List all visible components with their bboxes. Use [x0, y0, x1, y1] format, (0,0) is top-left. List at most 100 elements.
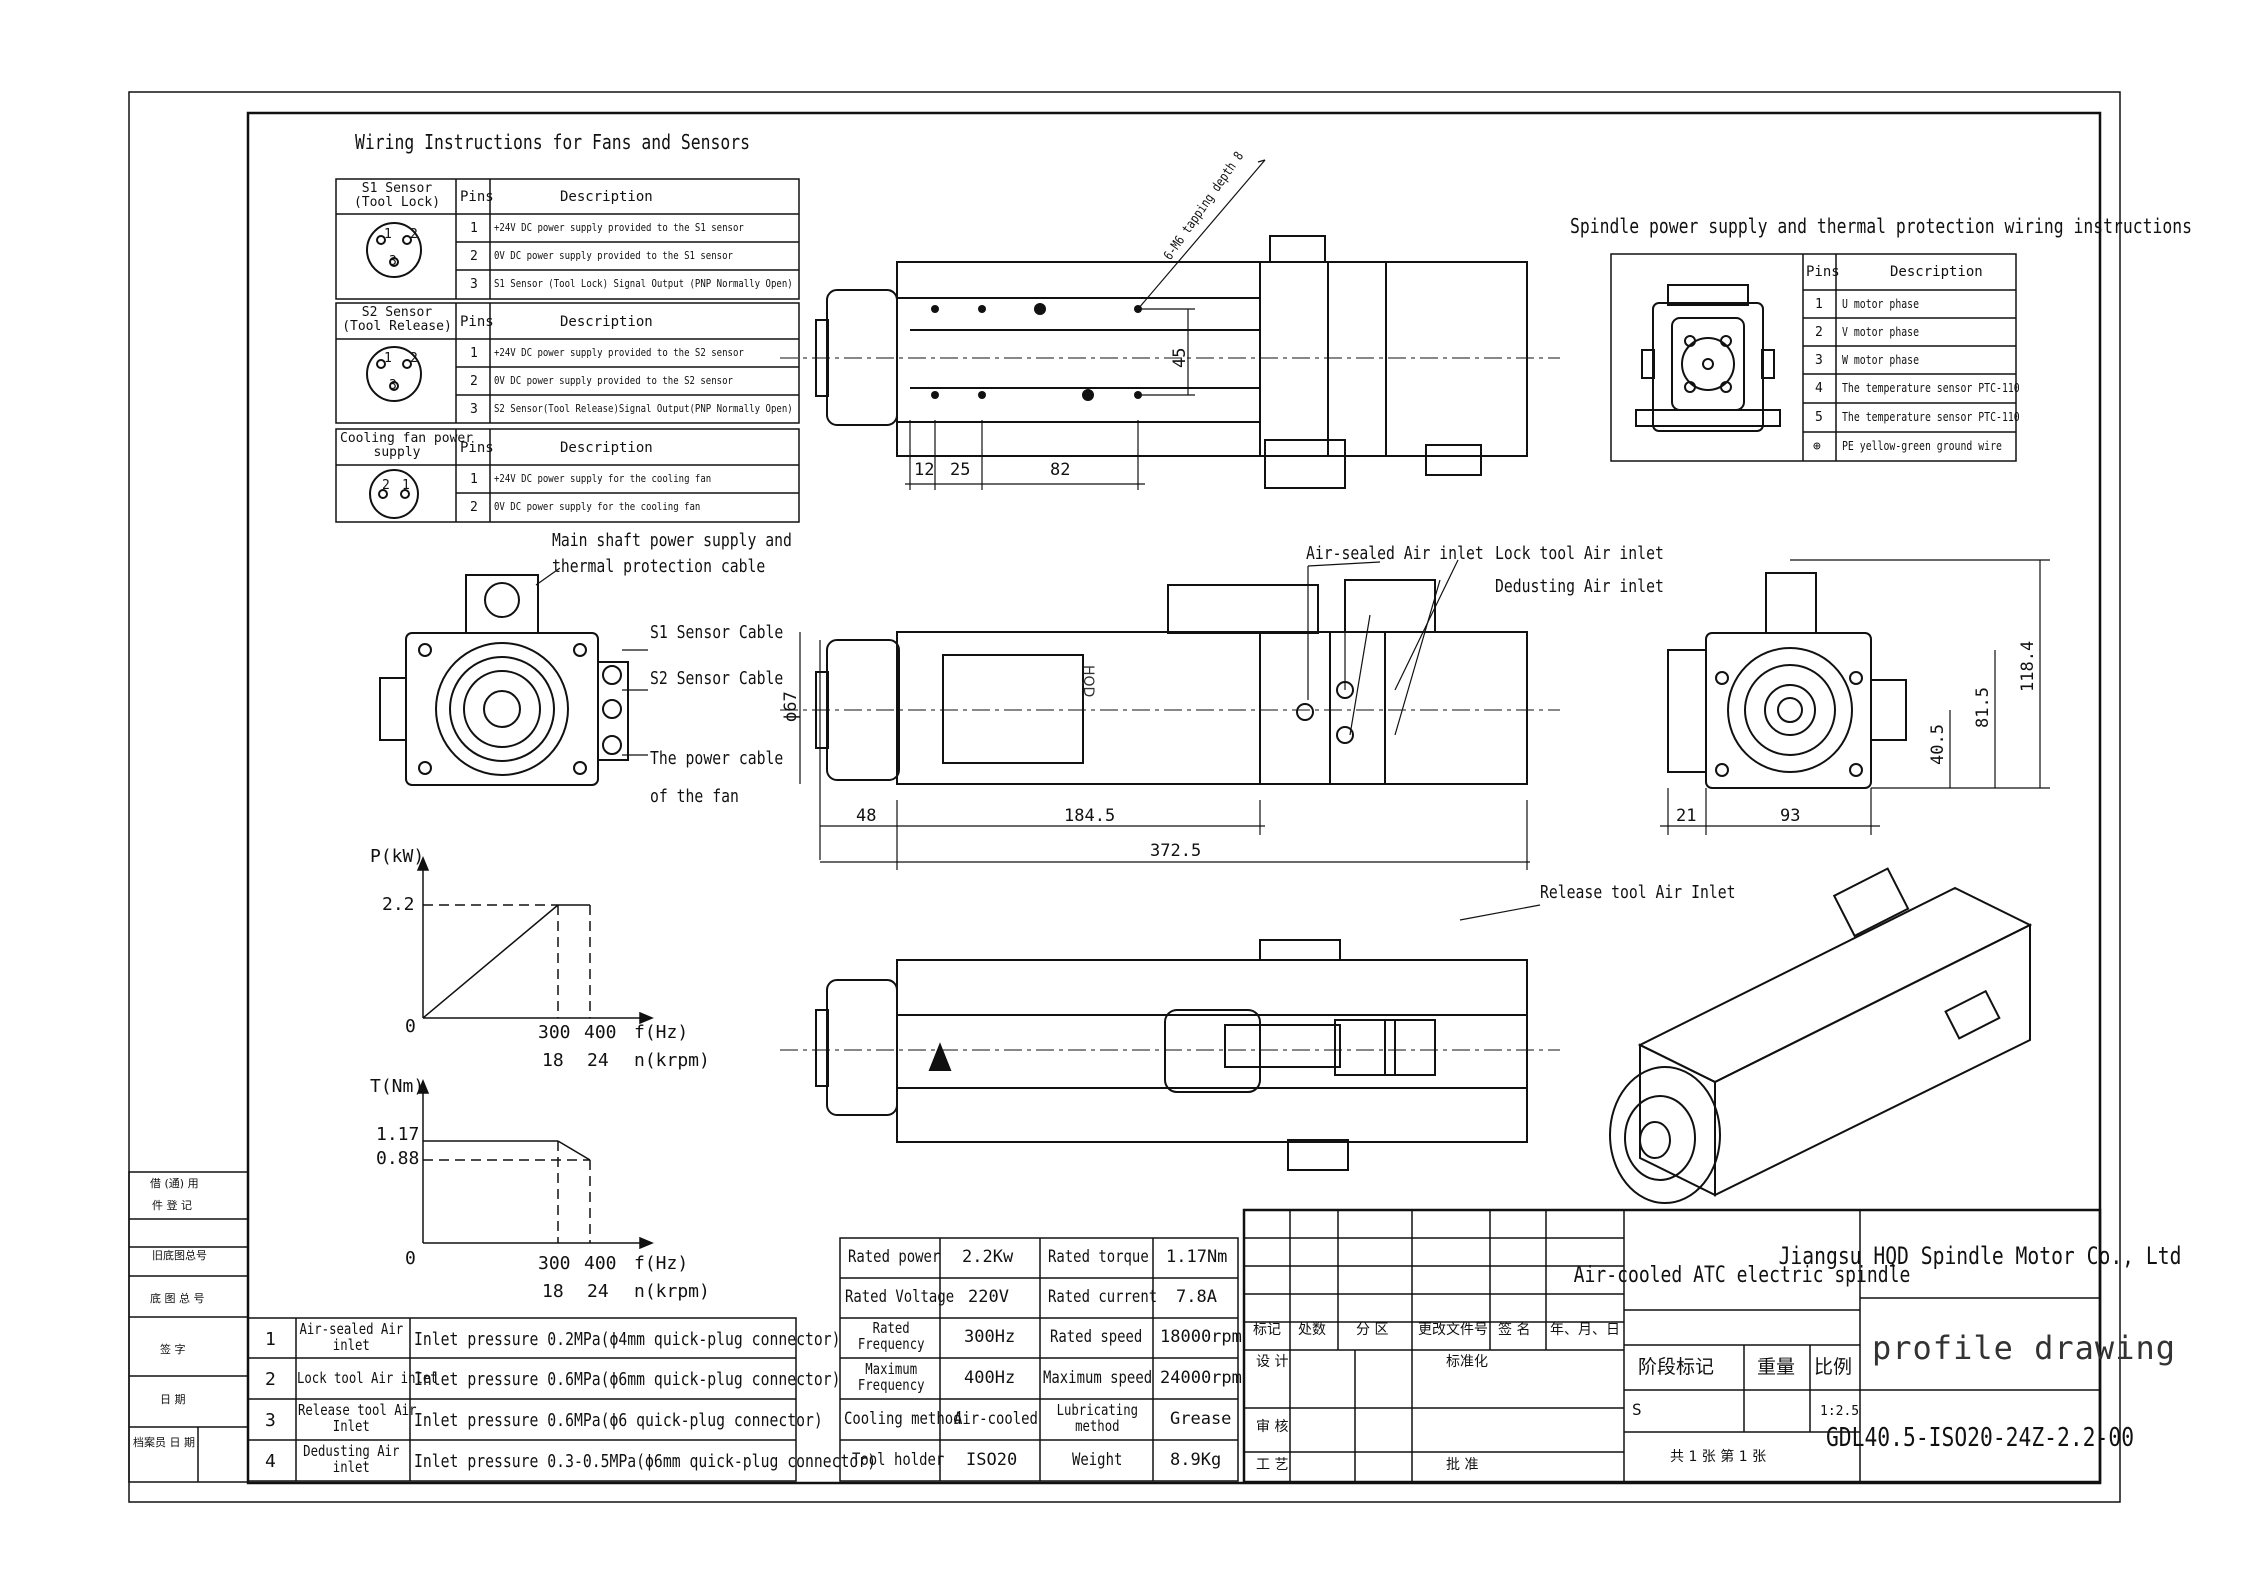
dim-82: 82 [1050, 460, 1071, 480]
air-row1-no: 1 [265, 1329, 276, 1350]
p-chart-origin: 0 [405, 1016, 416, 1037]
fan-row2-pin: 2 [470, 500, 478, 515]
air-row4-desc: Inlet pressure 0.3-0.5MPa(ϕ6mm quick-plu… [414, 1451, 877, 1472]
s2-desc-header: Description [560, 314, 653, 330]
spindle-power-title: Spindle power supply and thermal protect… [1570, 214, 2193, 238]
dim-118: 118.4 [2018, 640, 2038, 692]
power-row1-pin: 1 [1815, 297, 1823, 312]
tb-approve: 批 准 [1446, 1457, 1479, 1473]
s1-cable-note: S1 Sensor Cable [650, 622, 784, 643]
tb-review: 审 核 [1256, 1419, 1289, 1435]
margin-3: 旧底图总号 [152, 1249, 207, 1262]
dim-372: 372.5 [1150, 841, 1202, 861]
power-row5-desc: The temperature sensor PTC-110 [1842, 410, 2020, 424]
spec-r5c1: Cooling method [844, 1409, 962, 1429]
dim-184: 184.5 [1064, 806, 1116, 826]
s2-row1-pin: 1 [470, 346, 478, 361]
tb-weight-label: 重量 [1757, 1356, 1796, 1378]
dim-93: 93 [1780, 806, 1801, 826]
fan-group-label: Cooling fan power supply [340, 431, 474, 460]
power-row6-desc: PE yellow-green ground wire [1842, 439, 2002, 453]
air-row3-name: Release tool Air Inlet [298, 1401, 417, 1435]
tb-stage-label: 阶段标记 [1638, 1356, 1715, 1378]
fan-power-note: The power cable of the fan [650, 748, 784, 807]
spec-r1c2: 2.2Kw [962, 1247, 1014, 1267]
p-chart-x-tick-300: 300 [538, 1022, 571, 1043]
fan-row1-desc: +24V DC power supply for the cooling fan [494, 472, 712, 485]
margin-6: 日 期 [160, 1393, 186, 1406]
spec-r3c2: 300Hz [964, 1327, 1016, 1347]
s1-row2-desc: 0V DC power supply provided to the S1 se… [494, 249, 733, 262]
spec-r5c2: Air-cooled [954, 1409, 1038, 1429]
power-row2-pin: 2 [1815, 325, 1823, 340]
fan-row2-desc: 0V DC power supply for the cooling fan [494, 500, 701, 513]
s2-row3-desc: S2 Sensor(Tool Release)Signal Output(PNP… [494, 402, 793, 415]
t-chart-y-tick-088: 0.88 [376, 1148, 420, 1169]
nameplate-logo: HQD [1080, 665, 1096, 698]
power-row5-pin: 5 [1815, 410, 1823, 425]
s2-cable-note: S2 Sensor Cable [650, 668, 784, 689]
spec-r5c3: Lubricating method [1056, 1401, 1139, 1435]
margin-2: 件 登 记 [152, 1199, 192, 1212]
tb-scale-label: 比例 [1814, 1356, 1853, 1378]
margin-5: 签 字 [160, 1343, 186, 1356]
lock-tool-note: Lock tool Air inlet [1495, 543, 1664, 564]
tb-scale-value: 1:2.5 [1820, 1404, 1860, 1419]
s1-desc-header: Description [560, 189, 653, 205]
s1-group-label: S1 Sensor (Tool Lock) [353, 181, 441, 210]
spec-r2c4: 7.8A [1176, 1287, 1217, 1307]
spec-r3c1: Rated Frequency [857, 1319, 925, 1353]
t-chart-x-tick-400: 400 [584, 1253, 617, 1274]
dim-25: 25 [950, 460, 971, 480]
s2-row3-pin: 3 [470, 402, 478, 417]
air-row4-name: Dedusting Air inlet [303, 1442, 400, 1476]
power-pins-header: Pins [1806, 264, 1840, 280]
spec-r4c3: Maximum speed [1043, 1368, 1153, 1388]
tb-h-mark: 标记 [1253, 1322, 1281, 1338]
dim-21: 21 [1676, 806, 1697, 826]
s2-conn-pin1: 1 [384, 351, 392, 366]
spec-r1c3: Rated torque [1048, 1247, 1149, 1267]
tb-stage-value: S [1632, 1400, 1642, 1419]
air-row4-no: 4 [265, 1451, 276, 1472]
tb-sheets: 共 1 张 第 1 张 [1670, 1449, 1767, 1465]
dedusting-note: Dedusting Air inlet [1495, 576, 1664, 597]
p-chart-x2-label: n(krpm) [634, 1050, 710, 1071]
s2-pins-header: Pins [460, 314, 494, 330]
p-chart-x-label: f(Hz) [634, 1022, 689, 1043]
fan-sensor-title: Wiring Instructions for Fans and Sensors [355, 130, 750, 154]
p-chart-x-tick-400: 400 [584, 1022, 617, 1043]
tb-process: 工 艺 [1256, 1457, 1289, 1473]
tb-design: 设 计 [1256, 1354, 1289, 1370]
dim-12: 12 [914, 460, 935, 480]
spec-r6c1: Tool holder [852, 1450, 945, 1470]
margin-7: 档案员 日 期 [133, 1436, 195, 1449]
tb-standardization: 标准化 [1446, 1354, 1488, 1370]
s1-row3-desc: S1 Sensor (Tool Lock) Signal Output (PNP… [494, 277, 793, 290]
spec-r4c4: 24000rpm [1160, 1368, 1242, 1388]
power-row4-desc: The temperature sensor PTC-110 [1842, 381, 2020, 395]
dim-81: 81.5 [1973, 687, 1993, 728]
p-chart-x2-tick-18: 18 [542, 1050, 564, 1071]
t-chart-x2-tick-24: 24 [587, 1281, 609, 1302]
t-chart-y-tick-117: 1.17 [376, 1124, 420, 1145]
fan-conn-pin1: 1 [402, 478, 410, 493]
s2-conn-pin3: 3 [389, 378, 397, 393]
spec-r1c1: Rated power [848, 1247, 941, 1267]
ground-icon: ⊕ [1813, 439, 1821, 454]
spec-r1c4: 1.17Nm [1166, 1247, 1228, 1267]
p-chart-y-tick: 2.2 [382, 894, 415, 915]
air-row3-desc: Inlet pressure 0.6MPa(ϕ6 quick-plug conn… [414, 1410, 823, 1431]
air-row2-no: 2 [265, 1369, 276, 1390]
air-row2-name: Lock tool Air inlet [297, 1369, 438, 1387]
tb-drawing-no: GDL40.5-ISO20-24Z-2.2-00 [1825, 1423, 2135, 1453]
spec-r5c4: Grease [1170, 1409, 1232, 1429]
spec-r6c4: 8.9Kg [1170, 1450, 1222, 1470]
p-chart-x2-tick-24: 24 [587, 1050, 609, 1071]
tb-h-sign: 签 名 [1498, 1322, 1531, 1338]
tb-h-zone: 分 区 [1356, 1322, 1389, 1338]
fan-desc-header: Description [560, 440, 653, 456]
tb-h-date: 年、月、日 [1550, 1322, 1620, 1338]
tb-company: Jiangsu HQD Spindle Motor Co., Ltd [1778, 1242, 2182, 1270]
